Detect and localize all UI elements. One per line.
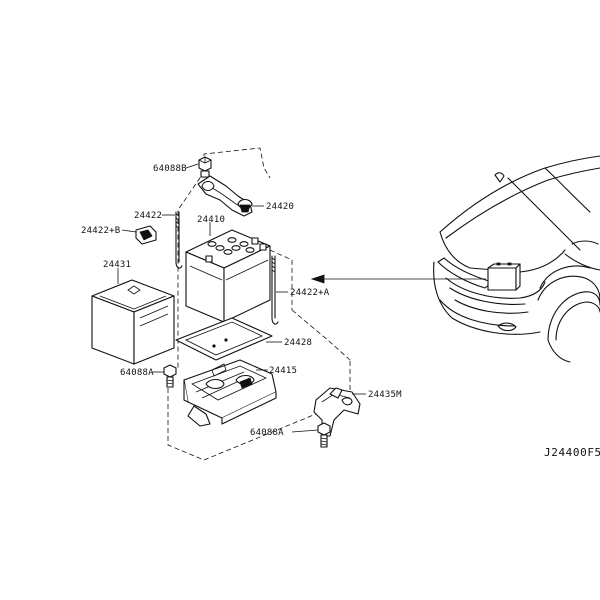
label-24422a: 24422+A bbox=[290, 288, 330, 298]
vehicle-front-view bbox=[434, 156, 600, 362]
label-24428: 24428 bbox=[284, 338, 312, 348]
diagram-code: J24400F5 bbox=[544, 446, 600, 459]
battery-location-marker bbox=[488, 268, 516, 290]
label-24410: 24410 bbox=[197, 215, 225, 225]
part-64088a-bolt-right bbox=[292, 423, 330, 447]
part-24422-rod bbox=[162, 212, 182, 268]
label-24420: 24420 bbox=[266, 202, 294, 212]
label-24431: 24431 bbox=[103, 260, 131, 270]
part-24431-battery-cover bbox=[92, 268, 174, 364]
part-24422a-rod bbox=[272, 256, 288, 324]
part-24420-hold-down-frame bbox=[198, 176, 264, 216]
part-24422b-clamp bbox=[122, 226, 156, 244]
label-64088b: 64088B bbox=[153, 164, 187, 174]
location-arrow bbox=[312, 275, 486, 283]
label-64088a-right: 64088A bbox=[250, 428, 284, 438]
part-24410-battery bbox=[186, 222, 270, 322]
part-24415-battery-tray bbox=[184, 360, 276, 426]
label-64088a-left: 64088A bbox=[120, 368, 154, 378]
part-64088a-bolt-left bbox=[152, 365, 176, 387]
part-64088b-nut bbox=[186, 157, 211, 177]
label-24435m: 24435M bbox=[368, 390, 402, 400]
label-24422b: 24422+B bbox=[81, 226, 120, 236]
label-24422: 24422 bbox=[134, 211, 162, 221]
label-24415: 24415 bbox=[269, 366, 297, 376]
part-24428-tray-pad bbox=[176, 318, 282, 360]
